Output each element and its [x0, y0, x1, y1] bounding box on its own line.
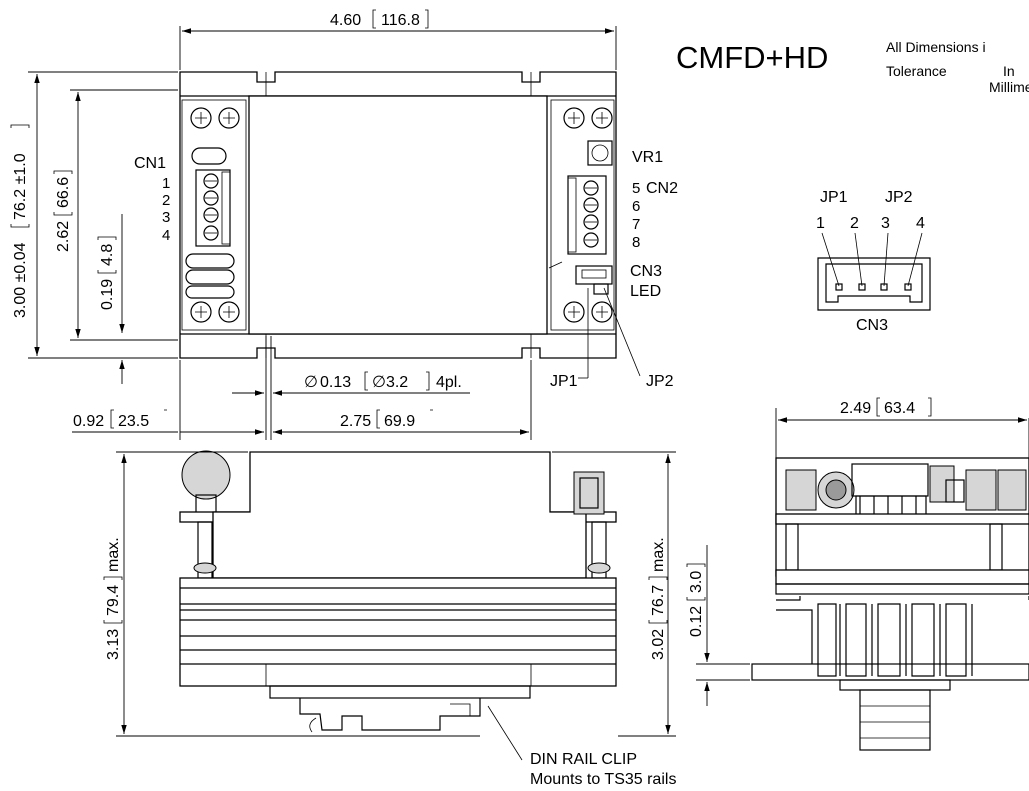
- overall-height-mm-dim: 76.2 ±1.0: [12, 153, 29, 220]
- cn3-label: CN3: [630, 263, 662, 280]
- detail-pin-2: 2: [850, 215, 859, 232]
- left-offset-mm-dim: 23.5: [118, 413, 149, 430]
- tolerance-mm-label: Millime: [989, 79, 1029, 95]
- capacitor: [181, 450, 231, 500]
- tolerance-label: Tolerance: [886, 63, 947, 79]
- top-view: CN1 1 2 3 4 VR1 5 CN2 6 7 8 CN3 LED JP1 …: [10, 9, 678, 440]
- end-width-dim: 2.49: [840, 400, 871, 417]
- side-height2-suffix: max.: [650, 537, 667, 572]
- detail-pin-1: 1: [816, 215, 825, 232]
- tolerance-inch-label: In: [1003, 63, 1015, 79]
- inner-height-dim: 2.62: [55, 221, 72, 252]
- inner-height-mm-dim: 66.6: [55, 177, 72, 208]
- side-height2-mm-dim: 76.7: [650, 585, 667, 616]
- rail-thickness-dim: 0.12: [688, 606, 705, 637]
- led-label: LED: [630, 283, 661, 300]
- side-height-dim: 3.13: [105, 629, 122, 660]
- detail-cn3-label: CN3: [856, 317, 888, 334]
- end-heatsink-fins: [776, 596, 1029, 676]
- cn1-pin-1: 1: [162, 175, 170, 192]
- dimensions-note: All Dimensions i: [886, 39, 986, 55]
- hole-spacing-mm-dim: 69.9: [384, 413, 415, 430]
- cn1-pin-3: 3: [162, 209, 170, 226]
- left-offset-dim: 0.92: [73, 413, 104, 430]
- side-height-suffix: max.: [105, 537, 122, 572]
- cn3-detail-housing: [817, 257, 931, 311]
- overall-width-dim: 4.60: [330, 12, 361, 29]
- detail-jp2-label: JP2: [885, 189, 913, 206]
- model-title: CMFD+HD: [676, 40, 828, 75]
- detail-jp1-label: JP1: [820, 189, 848, 206]
- hole-spacing-dim: 2.75: [340, 413, 371, 430]
- hole-dia-dim: 0.13: [320, 374, 351, 391]
- cn1-label: CN1: [134, 155, 166, 172]
- hole-offset-mm-dim: 4.8: [99, 244, 116, 266]
- jp2-label: JP2: [646, 373, 674, 390]
- cn1-pin-4: 4: [162, 227, 170, 244]
- side-height2-dim: 3.02: [650, 629, 667, 660]
- cover-plate: [248, 95, 548, 335]
- cn2-label: CN2: [646, 180, 678, 197]
- din-rail: [751, 663, 1029, 681]
- side-view: 3.13 79.4 max. 3.02 76.7 max. DIN RAIL C…: [103, 450, 676, 788]
- overall-height-dim: 3.00 ±0.04: [12, 242, 29, 318]
- cn1-pin-2: 2: [162, 192, 170, 209]
- vr1-potentiometer: [587, 140, 613, 166]
- hole-count-label: 4pl.: [436, 374, 462, 391]
- din-rail-clip: [299, 698, 481, 731]
- side-cover: [212, 451, 587, 579]
- end-view-components: [785, 463, 1027, 517]
- din-clip-mount-label: Mounts to TS35 rails: [530, 771, 676, 788]
- header: CMFD+HD All Dimensions i Tolerance In Mi…: [676, 39, 1029, 95]
- cn2-pin-7: 7: [632, 216, 640, 233]
- jp1-label: JP1: [550, 373, 578, 390]
- overall-width-mm-dim: 116.8: [381, 12, 420, 29]
- hole-dia-symbol: ∅: [304, 374, 318, 391]
- detail-pin-3: 3: [881, 215, 890, 232]
- rail-thickness-mm-dim: 3.0: [688, 571, 705, 593]
- cn2-pin-8: 8: [632, 234, 640, 251]
- hole-dia-mm-dim: ∅3.2: [372, 374, 408, 391]
- heatsink: [179, 577, 617, 687]
- detail-pin-4: 4: [916, 215, 925, 232]
- end-view: 2.49 63.4: [686, 397, 1029, 751]
- led-indicator: [593, 283, 609, 295]
- mounting-screws: [190, 107, 613, 323]
- cn2-pin-6: 6: [632, 198, 640, 215]
- vr1-label: VR1: [632, 149, 663, 166]
- cn2-pin-5: 5: [632, 180, 640, 197]
- side-height-mm-dim: 79.4: [105, 585, 122, 616]
- end-width-mm-dim: 63.4: [884, 400, 915, 417]
- hole-offset-dim: 0.19: [99, 279, 116, 310]
- cn3-detail: JP1 JP2 1 2 3 4 CN3: [816, 189, 931, 334]
- din-clip-label: DIN RAIL CLIP: [530, 751, 637, 768]
- cn2-terminal: [567, 175, 607, 255]
- cn1-terminal: [195, 169, 231, 247]
